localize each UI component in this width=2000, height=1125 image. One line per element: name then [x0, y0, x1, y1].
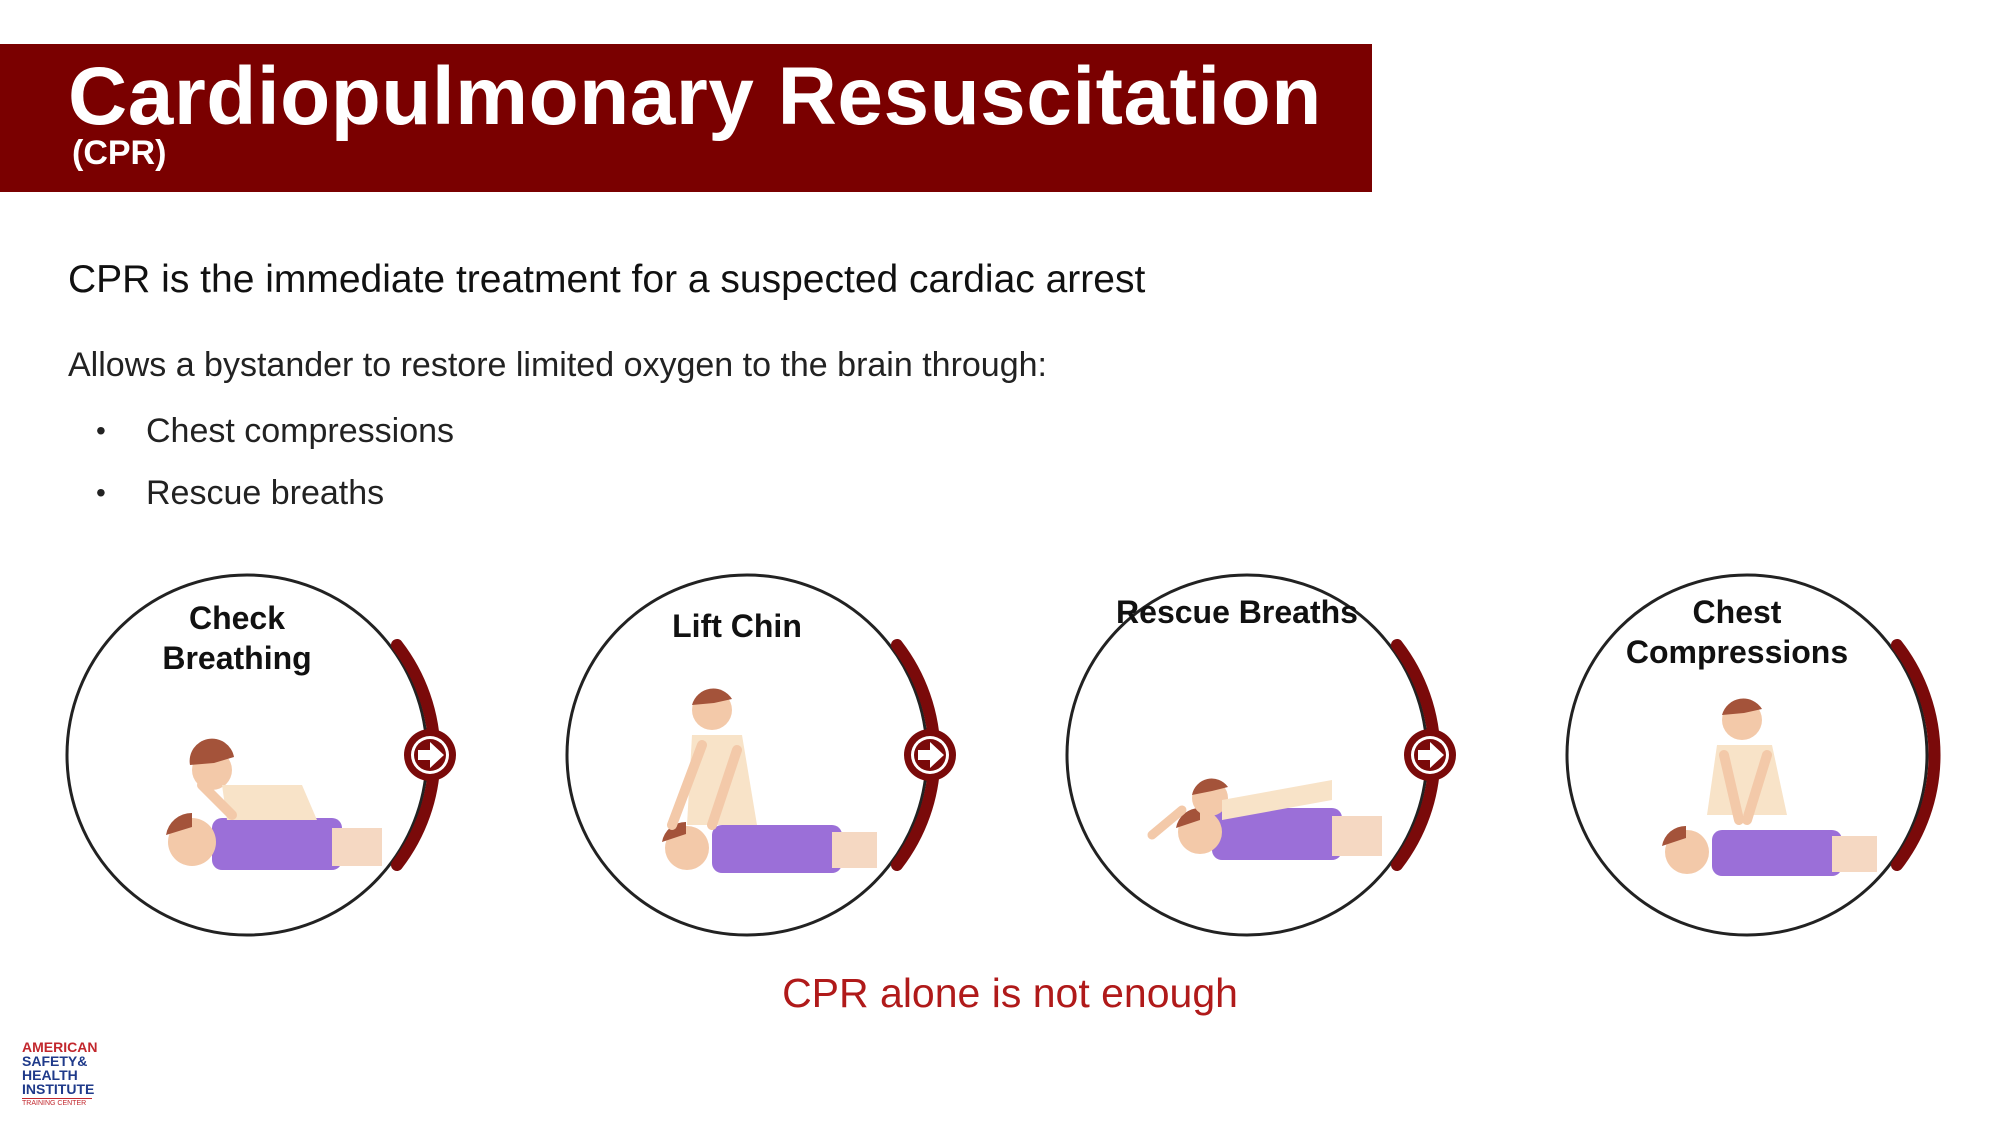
bullet-text: Rescue breaths	[146, 474, 385, 512]
bullet-icon: •	[96, 477, 106, 508]
page-title: Cardiopulmonary Resuscitation	[68, 51, 1322, 142]
page-subtitle: (CPR)	[72, 134, 167, 172]
step-label: Chest Compressions	[1625, 594, 1849, 670]
list-item: • Chest compressions	[96, 410, 454, 472]
logo-line: SAFETY&	[22, 1053, 88, 1069]
logo-line: INSTITUTE	[22, 1081, 95, 1097]
title-bar	[0, 44, 1372, 192]
step-lift-chin: Lift Chin	[562, 570, 962, 940]
bullet-icon: •	[96, 415, 106, 446]
logo: AMERICAN SAFETY& HEALTH INSTITUTE TRAINI…	[22, 1039, 98, 1118]
list-item: • Rescue breaths	[96, 472, 454, 534]
bullet-list: • Chest compressions • Rescue breaths	[96, 410, 454, 534]
notice-text: CPR alone is not enough	[782, 970, 1238, 1016]
step-label: Rescue Breaths	[1116, 594, 1358, 630]
step-check-breathing: Check Breathing	[62, 570, 462, 940]
bullet-text: Chest compressions	[146, 412, 455, 450]
headline: CPR is the immediate treatment for a sus…	[68, 258, 1146, 301]
step-label: Lift Chin	[672, 608, 802, 644]
arrow-right-icon	[1404, 729, 1456, 781]
chest-compressions-illustration	[1565, 573, 1941, 937]
step-label: Check Breathing	[162, 600, 312, 676]
logo-line: HEALTH	[22, 1067, 78, 1083]
logo-line: TRAINING CENTER	[22, 1098, 92, 1108]
logo-line: AMERICAN	[22, 1039, 98, 1055]
arrow-right-icon	[904, 729, 956, 781]
step-chest-compressions: Chest Compressions	[1562, 570, 1962, 940]
intro-text: Allows a bystander to restore limited ox…	[68, 346, 1047, 384]
step-rescue-breaths: Rescue Breaths	[1062, 570, 1462, 940]
arrow-right-icon	[404, 729, 456, 781]
